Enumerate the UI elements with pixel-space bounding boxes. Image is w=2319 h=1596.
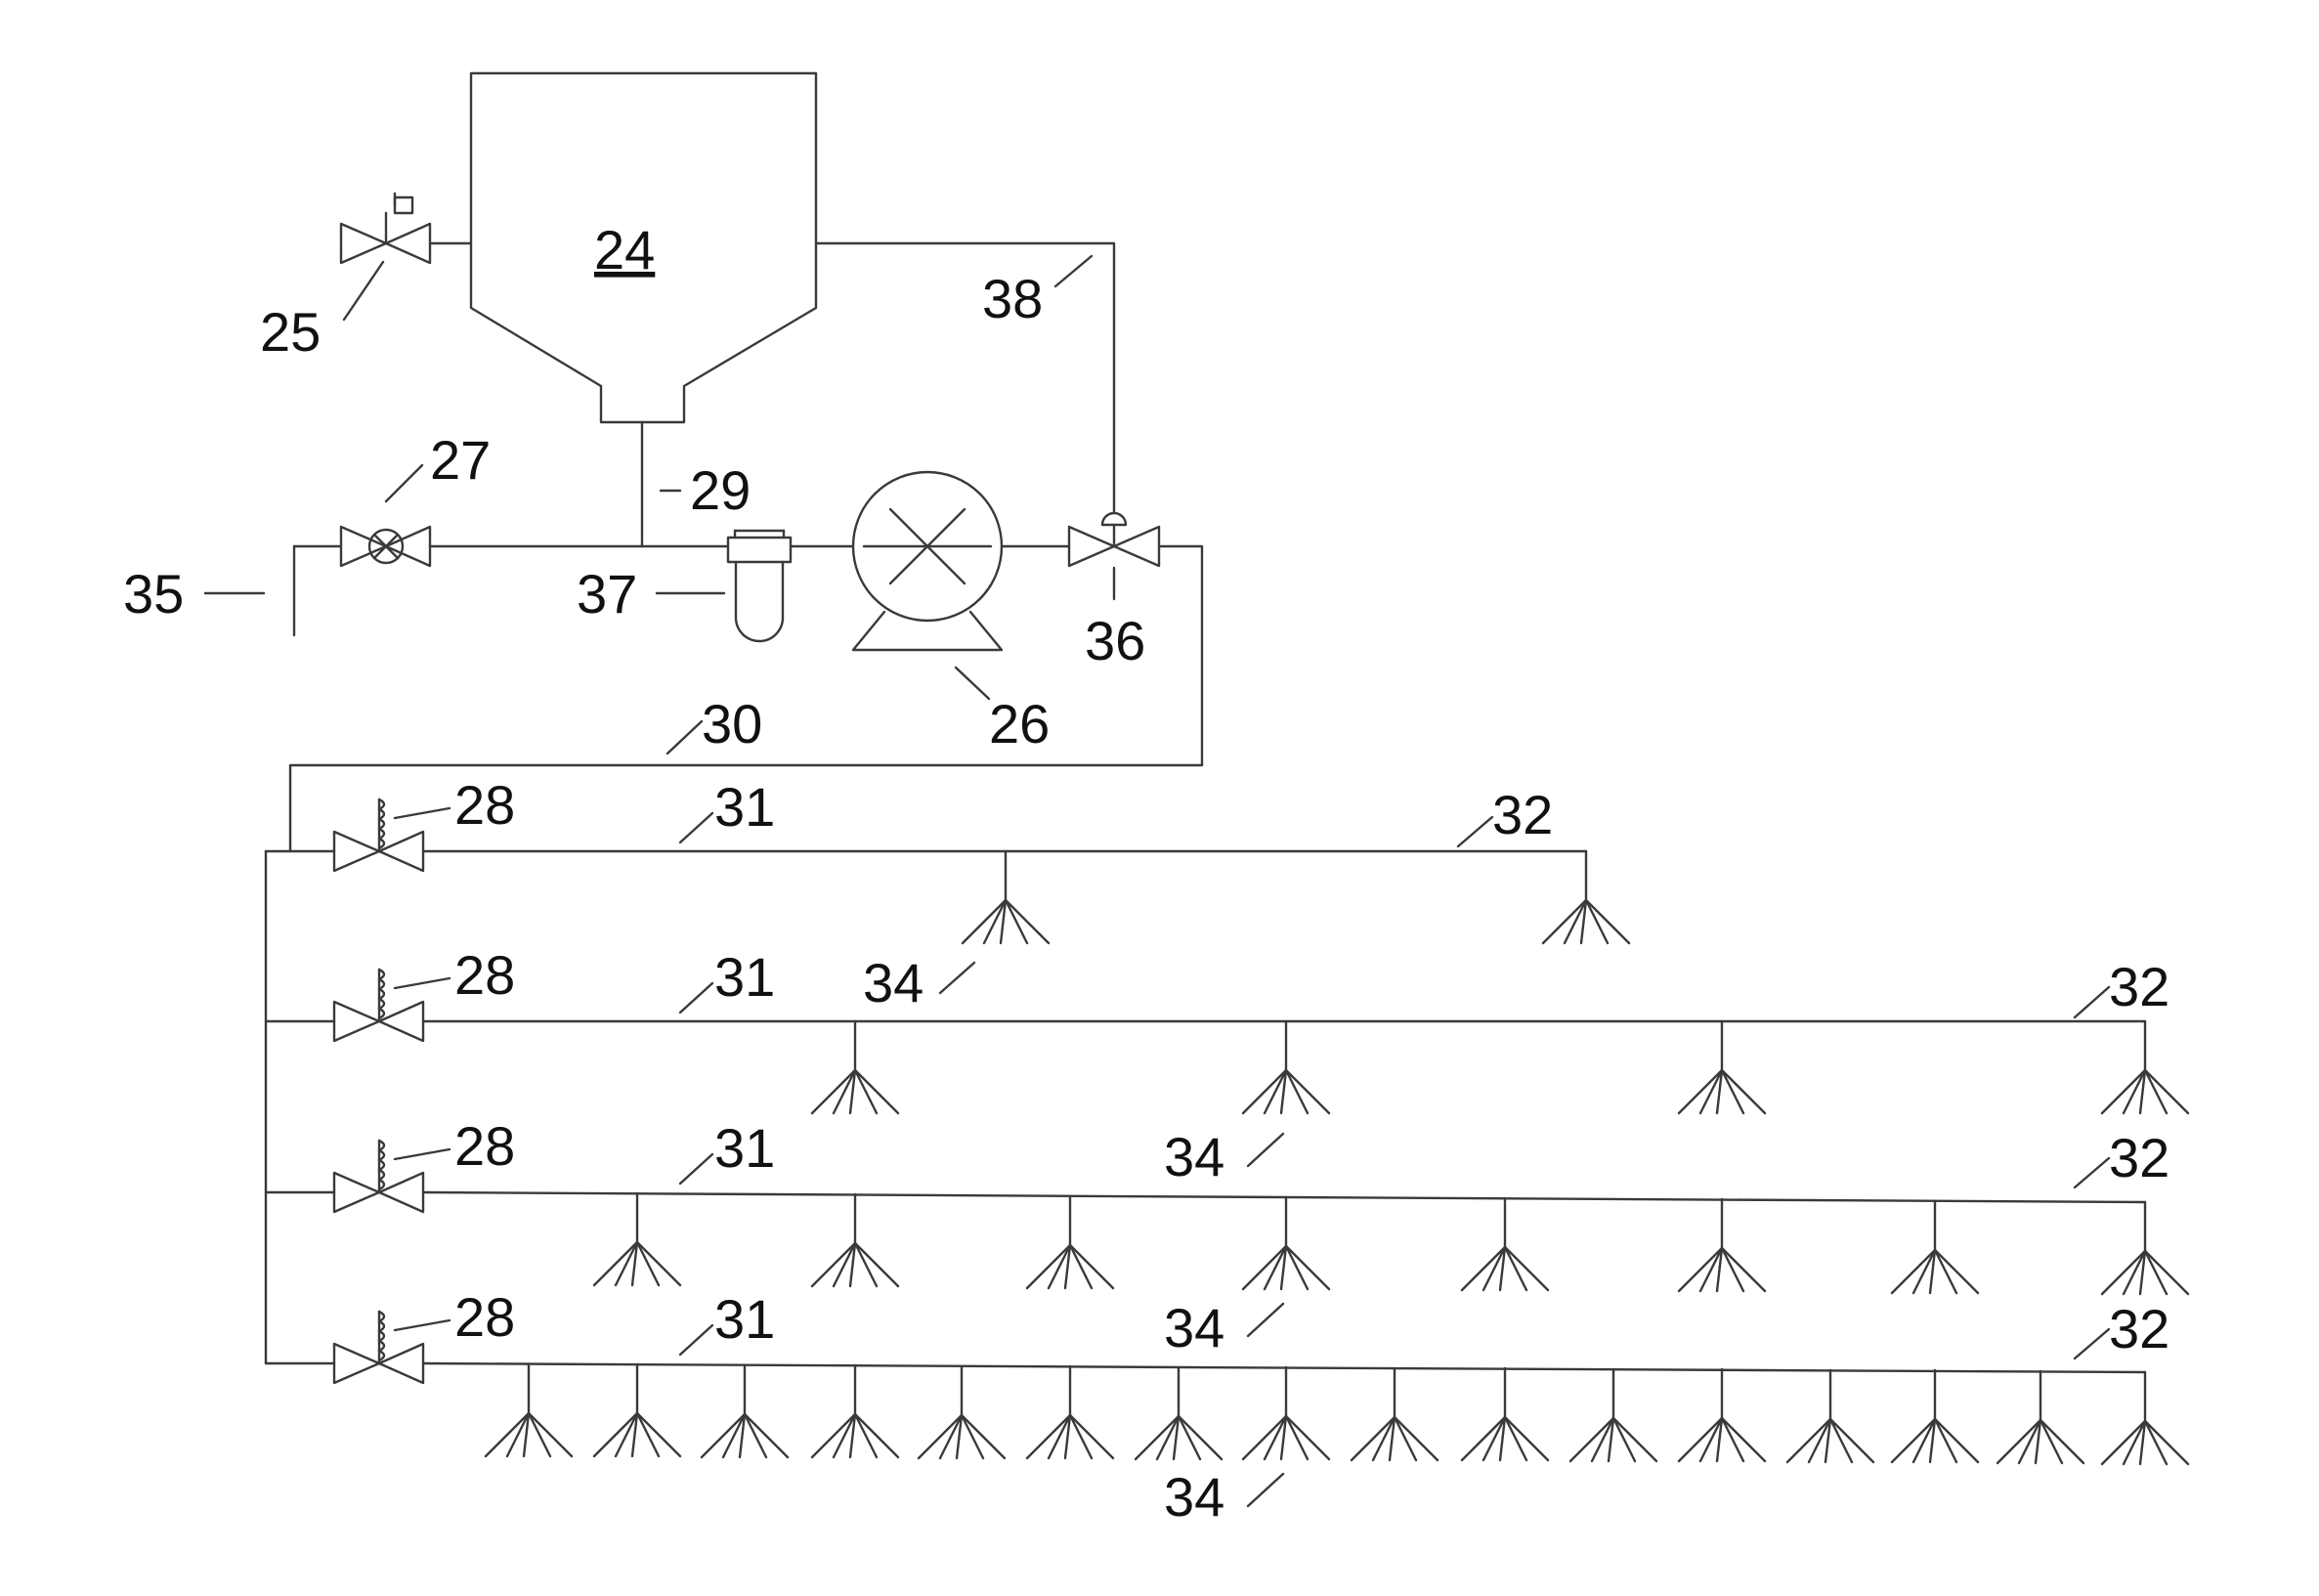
leader-38 — [1055, 256, 1092, 286]
label-28: 28 — [454, 774, 515, 836]
label-36: 36 — [1085, 610, 1145, 671]
nozzle — [2102, 1021, 2188, 1113]
nozzle — [812, 1021, 898, 1113]
label-30: 30 — [702, 693, 762, 755]
leader-31 — [680, 983, 712, 1013]
label-28: 28 — [454, 1115, 515, 1177]
label-27: 27 — [430, 429, 491, 491]
nozzle — [1543, 851, 1629, 943]
leader-30 — [667, 721, 702, 754]
nozzle — [594, 1193, 680, 1285]
branch-2 — [334, 970, 2145, 1041]
leader-26 — [956, 668, 989, 699]
label-31: 31 — [714, 1117, 775, 1179]
leader-32 — [2075, 987, 2109, 1017]
nozzle-row-4 — [486, 1364, 2188, 1464]
return-line-38 — [816, 243, 1114, 513]
nozzle — [1570, 1369, 1656, 1461]
leader-28 — [395, 978, 450, 988]
leader-28 — [395, 1320, 450, 1330]
nozzle — [812, 1194, 898, 1286]
nozzle — [1892, 1370, 1978, 1462]
nozzle — [486, 1364, 572, 1456]
branch-1 — [334, 799, 1586, 871]
leader-31 — [680, 813, 712, 842]
label-34: 34 — [1164, 1126, 1224, 1187]
nozzle — [812, 1365, 898, 1457]
nozzle-row-3 — [594, 1193, 2188, 1294]
nozzle-row-2 — [812, 1021, 2188, 1113]
label-32: 32 — [2109, 1127, 2169, 1188]
valve-25 — [341, 194, 471, 263]
nozzle — [1679, 1021, 1765, 1113]
leader-28 — [395, 808, 450, 818]
label-34: 34 — [1164, 1297, 1224, 1359]
branch-3 — [334, 1141, 2145, 1212]
nozzle — [1679, 1369, 1765, 1461]
label-31: 31 — [714, 776, 775, 838]
tank-label: 24 — [594, 219, 655, 280]
valve-27 — [341, 527, 430, 566]
leader-34 — [940, 963, 974, 993]
leader-25 — [344, 262, 383, 320]
label-32: 32 — [1492, 784, 1553, 845]
leader-28 — [395, 1149, 450, 1159]
filter-37 — [728, 531, 791, 641]
label-32: 32 — [2109, 956, 2169, 1017]
nozzle — [1243, 1021, 1329, 1113]
leader-27 — [386, 465, 422, 501]
nozzle — [1997, 1371, 2083, 1463]
leader-32 — [2075, 1329, 2109, 1359]
leader-32 — [2075, 1158, 2109, 1187]
nozzle — [1462, 1368, 1548, 1460]
leader-31 — [680, 1154, 712, 1184]
label-28: 28 — [454, 1286, 515, 1348]
nozzle — [1027, 1366, 1113, 1458]
nozzle — [1679, 1199, 1765, 1291]
nozzle — [1352, 1368, 1438, 1460]
label-31: 31 — [714, 1288, 775, 1350]
valve-36 — [1069, 513, 1159, 566]
nozzle — [1462, 1198, 1548, 1290]
label-26: 26 — [989, 693, 1050, 755]
label-32: 32 — [2109, 1298, 2169, 1359]
label-34: 34 — [863, 952, 923, 1014]
nozzle — [1027, 1196, 1113, 1288]
label-38: 38 — [982, 268, 1043, 329]
nozzle-row-1 — [963, 851, 1629, 943]
leader-34 — [1248, 1304, 1283, 1336]
nozzle — [2102, 1372, 2188, 1464]
label-31: 31 — [714, 946, 775, 1008]
nozzle — [963, 851, 1049, 943]
pump-26 — [853, 472, 1002, 650]
label-25: 25 — [260, 301, 321, 363]
leader-32 — [1458, 817, 1492, 846]
nozzle — [919, 1366, 1005, 1458]
nozzle — [1892, 1201, 1978, 1293]
nozzle — [1787, 1370, 1873, 1462]
nozzle — [1136, 1367, 1222, 1459]
leader-34 — [1248, 1474, 1283, 1506]
label-34: 34 — [1164, 1466, 1224, 1528]
label-37: 37 — [577, 563, 637, 625]
nozzle — [1243, 1367, 1329, 1459]
label-28: 28 — [454, 944, 515, 1006]
branch-4 — [334, 1312, 2145, 1383]
nozzle — [702, 1365, 788, 1457]
nozzle — [2102, 1202, 2188, 1294]
label-29: 29 — [690, 459, 751, 521]
leader-31 — [680, 1325, 712, 1355]
nozzle — [594, 1364, 680, 1456]
label-35: 35 — [123, 563, 184, 625]
nozzle — [1243, 1197, 1329, 1289]
leader-34 — [1248, 1134, 1283, 1166]
